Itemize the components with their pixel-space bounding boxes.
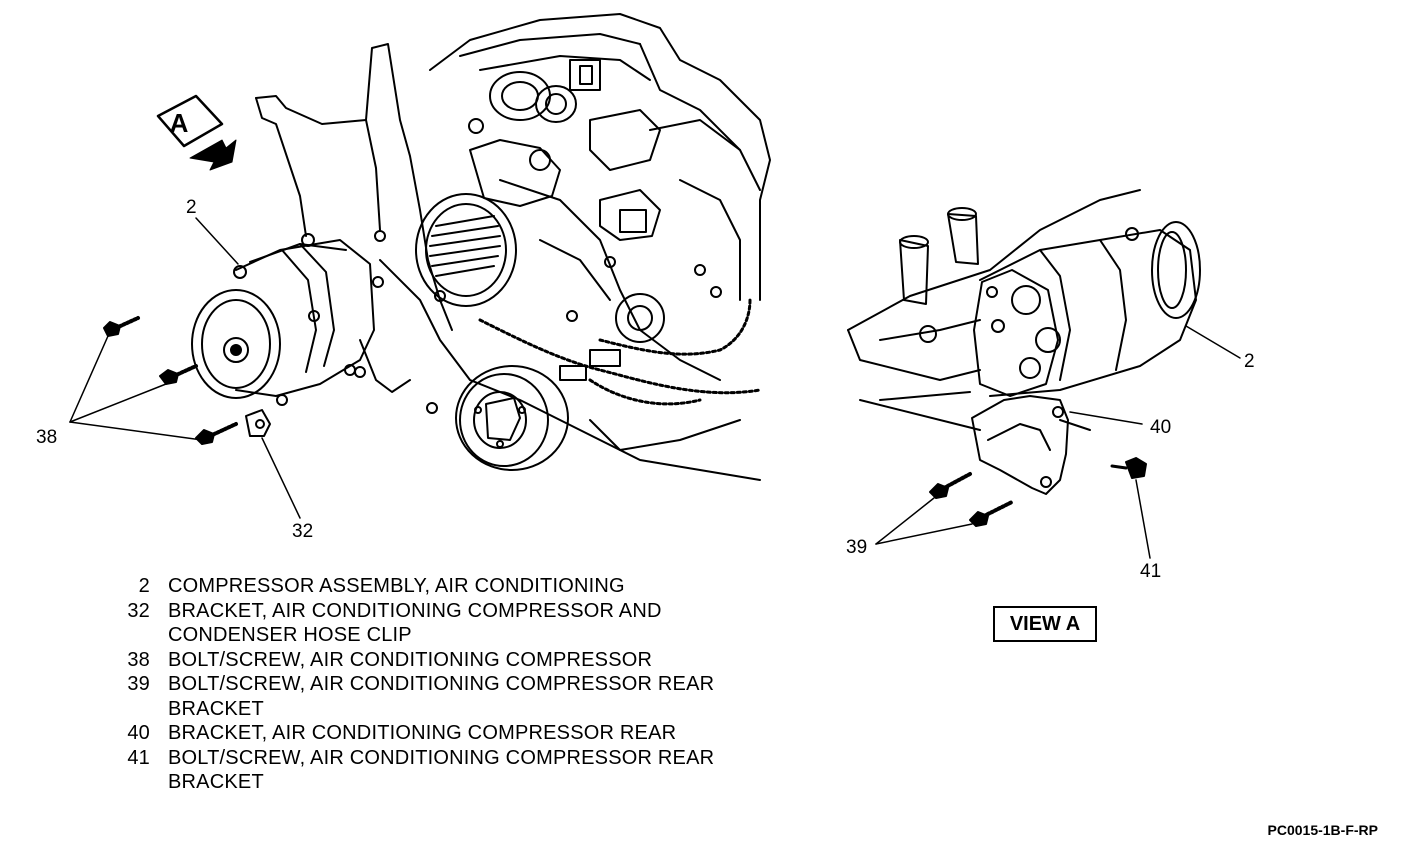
- bracket-40: [971, 395, 1069, 495]
- legend-description-continued: BRACKET: [168, 697, 264, 720]
- legend-item: 32 BRACKET, AIR CONDITIONING COMPRESSOR A…: [120, 599, 714, 624]
- compressor-main: [191, 239, 375, 406]
- legend-description: BRACKET, AIR CONDITIONING COMPRESSOR AND: [168, 599, 662, 622]
- legend-description: BRACKET, AIR CONDITIONING COMPRESSOR REA…: [168, 722, 677, 744]
- legend-item: 39 BOLT/SCREW, AIR CONDITIONING COMPRESSO…: [120, 672, 714, 697]
- legend-item: 40 BRACKET, AIR CONDITIONING COMPRESSOR R…: [120, 721, 714, 746]
- legend-description: COMPRESSOR ASSEMBLY, AIR CONDITIONING: [168, 575, 625, 597]
- parts-legend: 2 COMPRESSOR ASSEMBLY, AIR CONDITIONING 3…: [120, 574, 714, 795]
- view-a-label: VIEW A: [993, 606, 1097, 642]
- leader-lines-view-a: [875, 325, 1241, 559]
- callout-2-main: 2: [186, 197, 197, 218]
- legend-description-continued: CONDENSER HOSE CLIP: [168, 624, 412, 646]
- legend-number: 2: [138, 575, 150, 597]
- legend-description: BOLT/SCREW, AIR CONDITIONING COMPRESSOR: [168, 648, 653, 671]
- legend-item: 2 COMPRESSOR ASSEMBLY, AIR CONDITIONING: [120, 574, 714, 599]
- callout-39: 39: [846, 537, 868, 558]
- legend-item: 41 BOLT/SCREW, AIR CONDITIONING COMPRESSO…: [120, 746, 714, 771]
- legend-number: 40: [127, 722, 150, 744]
- crankshaft-pulley: [455, 365, 569, 471]
- callout-38: 38: [36, 427, 58, 448]
- legend-number: 32: [127, 599, 150, 622]
- legend-number: 38: [127, 648, 150, 671]
- bracket-32: [245, 409, 271, 437]
- bolts-39-41: [929, 457, 1147, 527]
- callout-2-view-a: 2: [1244, 351, 1255, 372]
- water-pump: [415, 193, 517, 307]
- view-a-illustration: [847, 189, 1201, 431]
- view-marker-letter: A: [170, 108, 189, 138]
- callout-32: 32: [292, 521, 314, 542]
- legend-description: BOLT/SCREW, AIR CONDITIONING COMPRESSOR …: [168, 673, 715, 695]
- legend-item: 38 BOLT/SCREW, AIR CONDITIONING COMPRESSO…: [120, 648, 714, 673]
- callout-41: 41: [1140, 561, 1162, 582]
- figure-code: PC0015-1B-F-RP: [1267, 822, 1378, 838]
- legend-number: 41: [127, 746, 150, 769]
- legend-description-continued: BRACKET: [168, 771, 264, 793]
- callout-40: 40: [1150, 417, 1172, 438]
- legend-description: BOLT/SCREW, AIR CONDITIONING COMPRESSOR …: [168, 746, 715, 769]
- bolt-38-group: [103, 316, 238, 445]
- legend-number: 39: [127, 673, 150, 695]
- leader-lines-main: [69, 217, 301, 519]
- view-a-marker: A: [156, 94, 237, 171]
- engine-assembly: [255, 13, 771, 481]
